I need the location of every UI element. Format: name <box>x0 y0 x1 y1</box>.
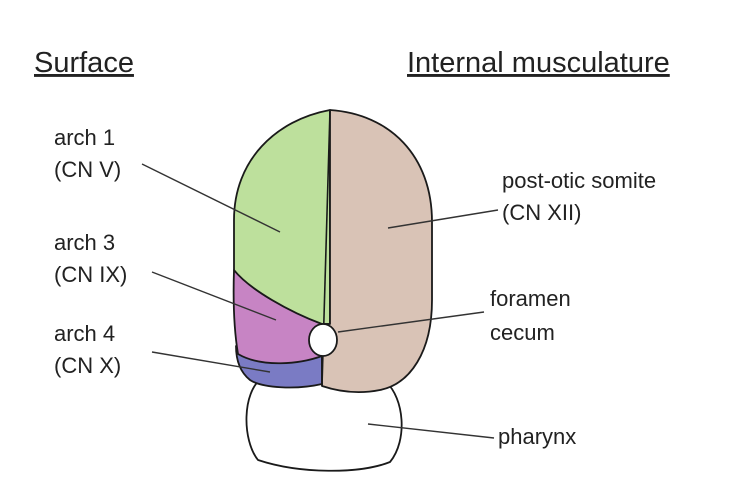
arch1-label: arch 1 <box>54 125 115 150</box>
arch1-region <box>233 109 331 325</box>
arch3-leader-line <box>151 271 277 321</box>
arch4-leader-line <box>151 351 271 373</box>
arch4-label: arch 4 <box>54 321 115 346</box>
arch3-label: arch 3 <box>54 230 115 255</box>
arch1-leader-line <box>141 163 281 233</box>
pharynx-label: pharynx <box>498 424 576 449</box>
arch3-nerve-label: (CN IX) <box>54 262 127 287</box>
somite-label: post-otic somite <box>502 168 656 193</box>
somite-nerve-label: (CN XII) <box>502 200 581 225</box>
foramen-label: foramen <box>490 286 571 311</box>
cecum-label: cecum <box>490 320 555 345</box>
pharynx-leader-line <box>367 423 495 439</box>
foramen-cecum-marker <box>308 323 338 357</box>
foramen-leader-line <box>337 311 485 333</box>
somite-leader-line <box>387 209 499 229</box>
post-otic-somite-region <box>321 109 433 393</box>
heading-internal-musculature: Internal musculature <box>407 47 670 79</box>
heading-surface: Surface <box>34 47 134 79</box>
arch1-nerve-label: (CN V) <box>54 157 121 182</box>
arch4-nerve-label: (CN X) <box>54 353 121 378</box>
